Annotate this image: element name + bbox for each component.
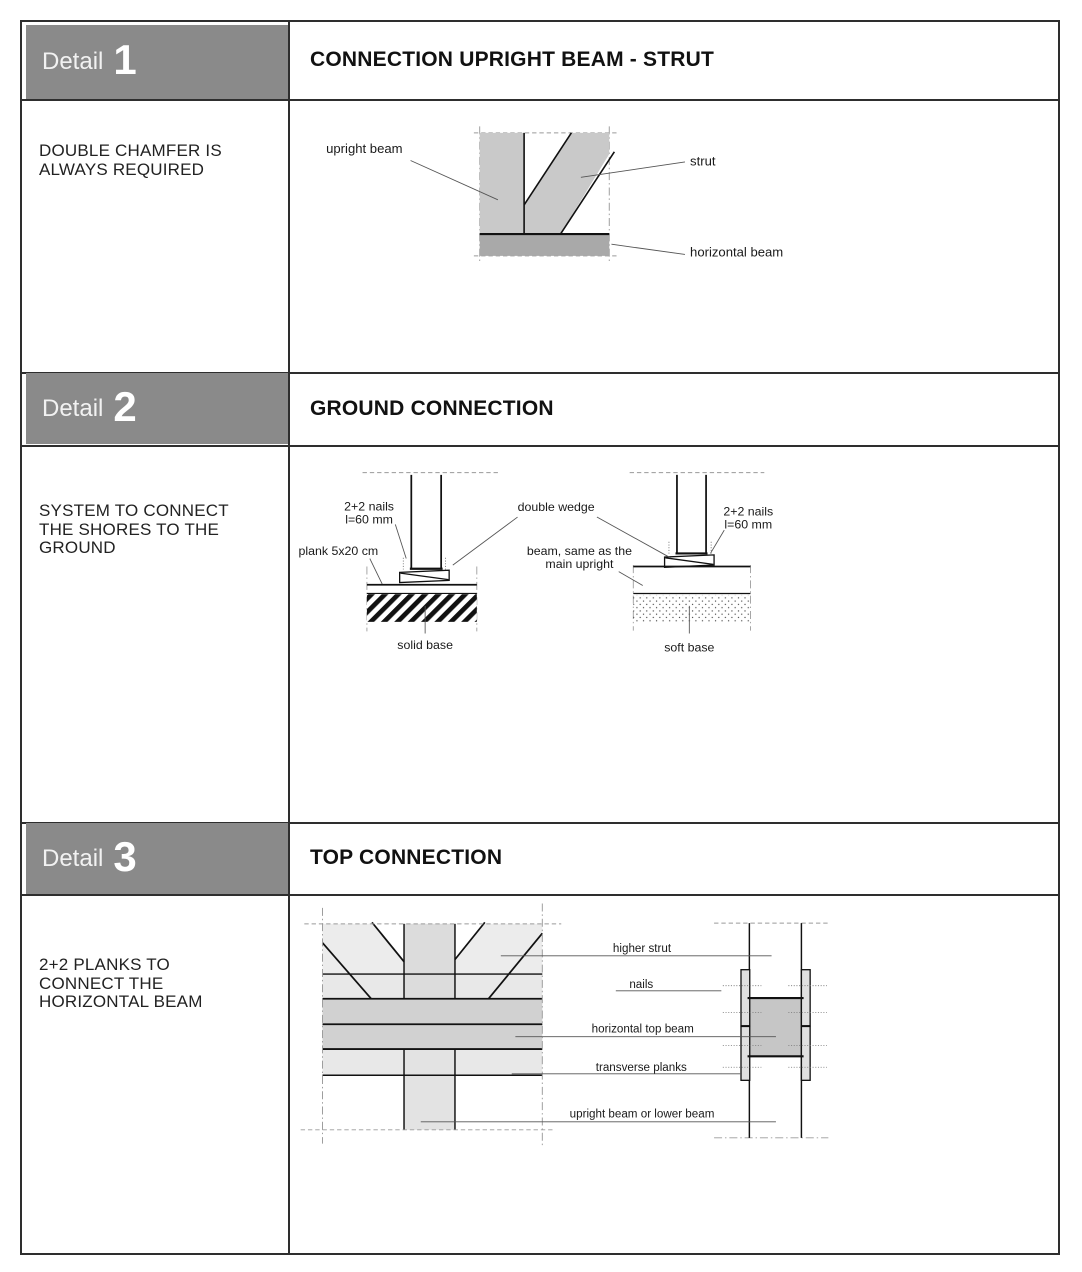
row-border-1 bbox=[20, 99, 1060, 101]
detail-1-header: Detail 1 bbox=[26, 25, 288, 99]
label-strut: strut bbox=[690, 154, 716, 169]
label-higher-strut: higher strut bbox=[613, 942, 672, 955]
detail-1-label: Detail bbox=[42, 48, 104, 75]
strut-shape bbox=[524, 132, 610, 235]
horizontal-beam-shape bbox=[479, 234, 610, 256]
label-double-wedge: double wedge bbox=[518, 500, 595, 514]
diagram-connection-upright-strut: upright beam strut horizontal beam bbox=[326, 126, 783, 264]
upper-column-shape bbox=[404, 923, 455, 999]
row-border-4 bbox=[20, 822, 1060, 824]
detail-2-label: Detail bbox=[42, 394, 104, 422]
label-solid-base: solid base bbox=[397, 638, 453, 652]
detail-2-title: GROUND CONNECTION bbox=[310, 396, 554, 420]
leader-lines bbox=[369, 516, 725, 634]
label-horizontal-beam: horizontal beam bbox=[690, 245, 783, 260]
nail-marks bbox=[402, 557, 446, 570]
label-plank: plank 5x20 cm bbox=[299, 544, 379, 558]
member-outlines bbox=[479, 132, 616, 236]
double-wedge-shape bbox=[399, 569, 450, 584]
nail-dotted-lines bbox=[722, 985, 827, 1068]
strut-edge-left-inner bbox=[371, 921, 405, 963]
label-nails-right-line2: l=60 mm bbox=[724, 518, 772, 532]
table-column-divider bbox=[288, 20, 290, 1255]
beam-cross-section bbox=[749, 998, 802, 1057]
strut-edge-right-inner bbox=[454, 921, 486, 961]
strut-edge-left-outer bbox=[321, 942, 372, 1000]
soft-base-assembly bbox=[629, 472, 765, 631]
side-planks bbox=[740, 969, 811, 1081]
label-upright-beam: upright beam bbox=[326, 141, 403, 156]
detail-2-note: SYSTEM TO CONNECT THE SHORES TO THE GROU… bbox=[39, 501, 229, 557]
nail-marks bbox=[668, 541, 712, 555]
label-nails-left-line1: 2+2 nails bbox=[344, 500, 394, 514]
front-view bbox=[300, 903, 562, 1149]
label-soft-base: soft base bbox=[664, 641, 714, 655]
leader-lines bbox=[410, 160, 686, 255]
label-nails-left-line2: l=60 mm bbox=[345, 513, 393, 527]
side-view bbox=[714, 922, 829, 1139]
lower-column-shape bbox=[404, 1049, 455, 1130]
detail-2-header: Detail 2 bbox=[26, 373, 288, 444]
solid-base-hatch bbox=[366, 594, 477, 622]
label-nails-right-line1: 2+2 nails bbox=[723, 505, 773, 519]
detail-3-label: Detail bbox=[42, 844, 104, 872]
detail-1-number: 1 bbox=[113, 36, 137, 83]
label-upright-or-lower-beam: upright beam or lower beam bbox=[570, 1107, 715, 1120]
solid-base-assembly bbox=[362, 472, 499, 632]
diagram-top-connection: higher strut nails horizontal top beam t… bbox=[300, 903, 829, 1149]
upright-shape bbox=[409, 474, 443, 570]
detail-1-title: CONNECTION UPRIGHT BEAM - STRUT bbox=[310, 47, 715, 71]
row-border-3 bbox=[20, 445, 1060, 447]
double-wedge-shape bbox=[663, 554, 715, 568]
row-border-2 bbox=[20, 372, 1060, 374]
label-transverse-planks: transverse planks bbox=[596, 1061, 687, 1074]
diagram-ground-connection: 2+2 nails l=60 mm plank 5x20 cm double w… bbox=[299, 472, 773, 655]
detail-3-header: Detail 3 bbox=[26, 823, 288, 894]
upright-shape bbox=[675, 474, 708, 555]
label-beam-same-line2: main upright bbox=[545, 557, 614, 571]
detail-2-number: 2 bbox=[113, 382, 137, 430]
soft-base-stipple bbox=[633, 594, 751, 622]
table-outer-border bbox=[20, 20, 1060, 1255]
upright-beam-shape bbox=[479, 132, 525, 235]
row-border-5 bbox=[20, 894, 1060, 896]
label-horizontal-top-beam: horizontal top beam bbox=[592, 1022, 694, 1035]
label-nails: nails bbox=[629, 978, 653, 991]
detail-3-title: TOP CONNECTION bbox=[310, 846, 503, 869]
detail-3-number: 3 bbox=[113, 832, 137, 880]
label-beam-same-line1: beam, same as the bbox=[527, 544, 632, 558]
strut-edge-right-outer bbox=[487, 932, 543, 1000]
leader-lines bbox=[420, 955, 776, 1123]
detail-3-note: 2+2 PLANKS TO CONNECT THE HORIZONTAL BEA… bbox=[39, 955, 203, 1011]
detail-1-note: DOUBLE CHAMFER IS ALWAYS REQUIRED bbox=[39, 141, 222, 179]
